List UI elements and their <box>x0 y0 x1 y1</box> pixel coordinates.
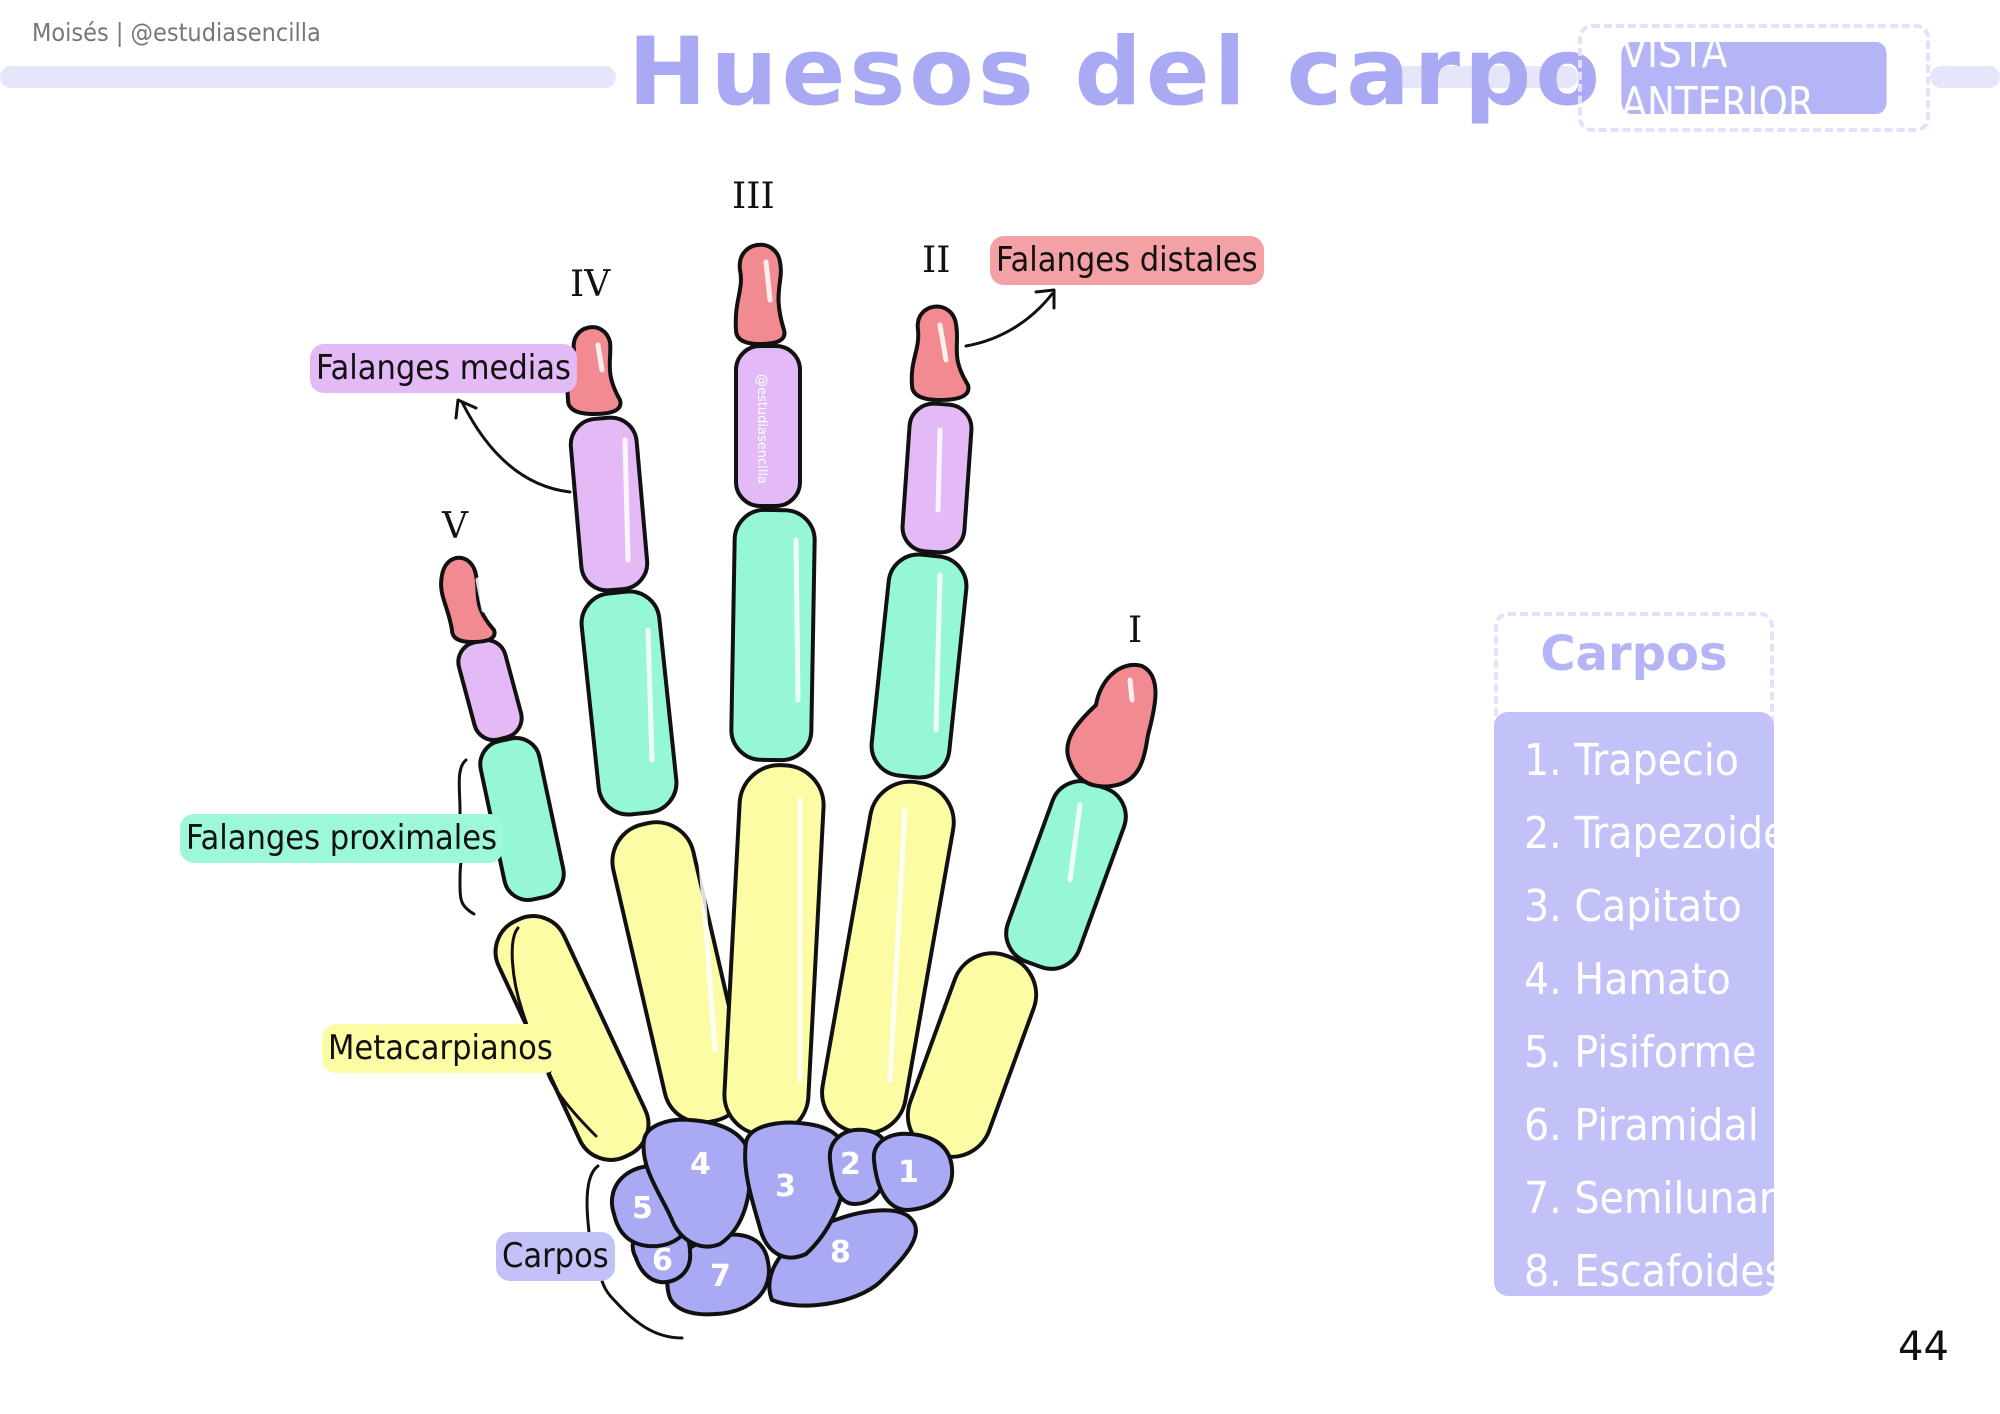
carpal-3-capitato <box>743 1120 849 1260</box>
header-rule-right <box>1384 66 1578 88</box>
legend-item: 3. Capitato <box>1524 881 1742 932</box>
arrow-falanges-medias <box>454 398 572 494</box>
carpal-bones <box>610 1117 955 1317</box>
metacarpal-iii <box>722 763 826 1137</box>
header-rule-far-right <box>1930 66 2000 88</box>
label-falanges-proximales: Falanges proximales <box>180 814 504 863</box>
carpal-1-trapecio <box>871 1131 955 1212</box>
distal-phalanx-i <box>1065 662 1158 789</box>
author-credit: Moisés | @estudiasencilla <box>32 18 321 47</box>
carpal-4-hamato <box>641 1117 753 1249</box>
metacarpal-bones <box>493 763 1039 1162</box>
middle-phalanx-v <box>456 637 524 743</box>
proximal-phalanx-iv <box>579 589 679 817</box>
label-falanges-medias: Falanges medias <box>310 344 577 393</box>
page-number: 44 <box>1898 1324 1949 1370</box>
legend-title: Carpos <box>1540 626 1728 682</box>
bone-highlights <box>475 259 1135 1083</box>
header-rule-left <box>0 66 616 88</box>
carpal-numbers: 1 2 3 4 5 6 7 8 <box>632 1147 919 1294</box>
legend-item: 7. Semilunar <box>1524 1173 1776 1224</box>
distal-phalanx-iii <box>733 242 787 346</box>
distal-phalanges <box>439 242 1158 789</box>
watermark: @estudiasencilla <box>754 374 769 484</box>
page-title: Huesos del carpo <box>628 18 1604 127</box>
carpal-number-3: 3 <box>775 1169 796 1204</box>
finger-numeral-i: I <box>1128 610 1143 651</box>
distal-phalanx-ii <box>909 304 971 402</box>
view-badge-frame <box>1578 24 1930 132</box>
carpal-number-6: 6 <box>652 1243 673 1278</box>
label-metacarpianos: Metacarpianos <box>322 1024 559 1073</box>
carpal-number-8: 8 <box>830 1235 851 1270</box>
middle-phalanx-iv <box>568 415 650 593</box>
finger-numeral-v: V <box>442 506 468 547</box>
legend-frame <box>1494 612 1774 722</box>
finger-numeral-iv: IV <box>570 264 611 305</box>
proximal-phalanx-i <box>1004 779 1128 971</box>
proximal-phalanx-ii <box>869 552 969 780</box>
carpal-number-7: 7 <box>710 1259 731 1294</box>
finger-numeral-iii: III <box>732 176 775 217</box>
legend-item: 1. Trapecio <box>1524 735 1740 786</box>
legend-item: 8. Escafoides <box>1524 1246 1786 1297</box>
legend-item: 2. Trapezoide <box>1524 808 1788 859</box>
proximal-phalanges <box>478 507 1128 971</box>
middle-phalanx-iii <box>734 344 802 508</box>
finger-numeral-ii: II <box>922 240 951 281</box>
label-carpos: Carpos <box>496 1232 615 1281</box>
carpal-number-5: 5 <box>632 1191 653 1226</box>
legend-item: 4. Hamato <box>1524 954 1731 1005</box>
carpal-number-2: 2 <box>840 1147 861 1182</box>
legend-item: 5. Pisiforme <box>1524 1027 1757 1078</box>
legend-item: 6. Piramidal <box>1524 1100 1759 1151</box>
proximal-phalanx-iii <box>729 507 817 763</box>
carpal-number-1: 1 <box>898 1155 919 1190</box>
legend-list: 1. Trapecio 2. Trapezoide 3. Capitato 4.… <box>1494 712 1788 1297</box>
distal-phalanx-v <box>439 555 497 644</box>
arrow-falanges-distales <box>964 288 1056 348</box>
carpal-number-4: 4 <box>690 1147 711 1182</box>
label-falanges-distales: Falanges distales <box>990 236 1264 285</box>
